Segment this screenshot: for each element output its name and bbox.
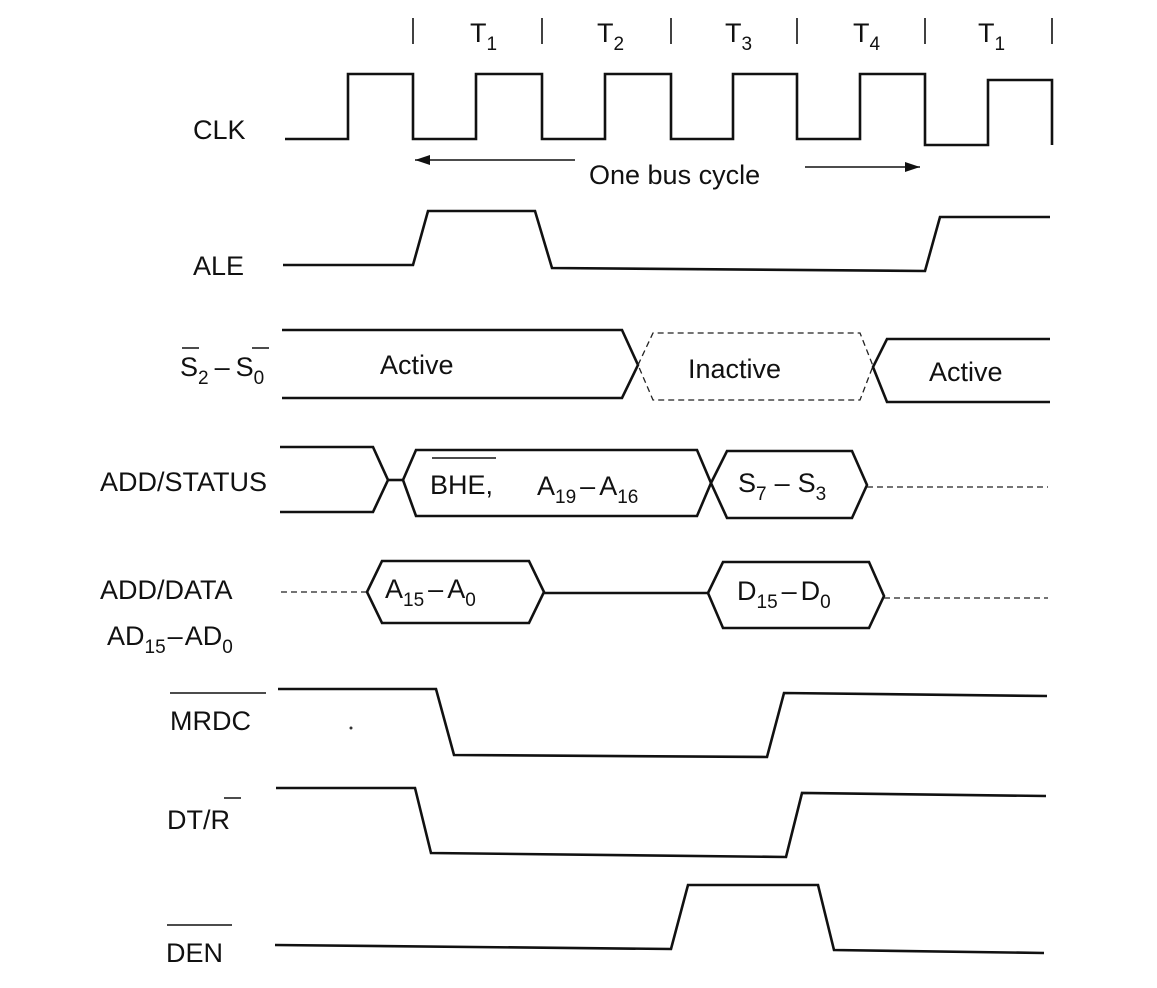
signal-label-add-data: ADD/DATA <box>100 575 233 605</box>
signal-label-add-status: ADD/STATUS <box>100 467 267 497</box>
period-label-t1-next: T1 <box>978 18 1005 55</box>
status-state-active: Active <box>380 350 454 380</box>
svg-text:MRDC: MRDC <box>170 706 251 736</box>
period-labels: T1 T2 T3 T4 T1 <box>470 18 1005 55</box>
signal-label-den: DEN <box>166 924 232 968</box>
dt-r-waveform <box>276 786 1047 859</box>
period-label-t2: T2 <box>597 18 624 55</box>
signal-label-clk: CLK <box>193 115 246 145</box>
period-label-t3: T3 <box>725 18 752 55</box>
mrdc-waveform <box>278 687 1048 759</box>
svg-text:S2–S0: S2–S0 <box>180 352 264 389</box>
add-data-field-address: A15–A0 <box>385 574 476 611</box>
svg-text:A19–A16: A19–A16 <box>537 471 638 508</box>
signal-label-status: S2–S0 <box>180 347 269 389</box>
clk-waveform <box>285 72 1054 147</box>
svg-text:DT/R: DT/R <box>167 805 230 835</box>
signal-label-dt-r: DT/R <box>167 797 241 835</box>
add-status-field-bhe-address: BHE, A19–A16 <box>430 457 638 508</box>
bus-cycle-label: One bus cycle <box>589 160 760 190</box>
add-status-field-status-bits: S7–S3 <box>738 468 826 505</box>
status-state-active-next: Active <box>929 357 1003 387</box>
svg-text:BHE,: BHE, <box>430 470 493 500</box>
add-data-field-data: D15–D0 <box>737 576 831 613</box>
status-bus-waveform <box>282 328 1050 404</box>
add-status-bus-waveform <box>280 445 1048 520</box>
signal-label-ale: ALE <box>193 251 244 281</box>
den-waveform <box>274 883 1045 955</box>
speck-mark <box>349 726 353 730</box>
arrow-right-icon <box>905 162 920 172</box>
bus-cycle-span: One bus cycle <box>415 155 920 190</box>
period-label-t1: T1 <box>470 18 497 55</box>
ale-waveform <box>283 209 1050 273</box>
add-data-bus-waveform <box>281 559 1048 630</box>
period-label-t4: T4 <box>853 18 881 55</box>
signal-label-ad: AD15–AD0 <box>107 621 233 658</box>
arrow-left-icon <box>415 155 430 165</box>
svg-text:DEN: DEN <box>166 938 223 968</box>
status-state-inactive: Inactive <box>688 354 781 384</box>
period-boundary-ticks <box>412 18 1053 44</box>
signal-label-mrdc: MRDC <box>170 692 266 736</box>
